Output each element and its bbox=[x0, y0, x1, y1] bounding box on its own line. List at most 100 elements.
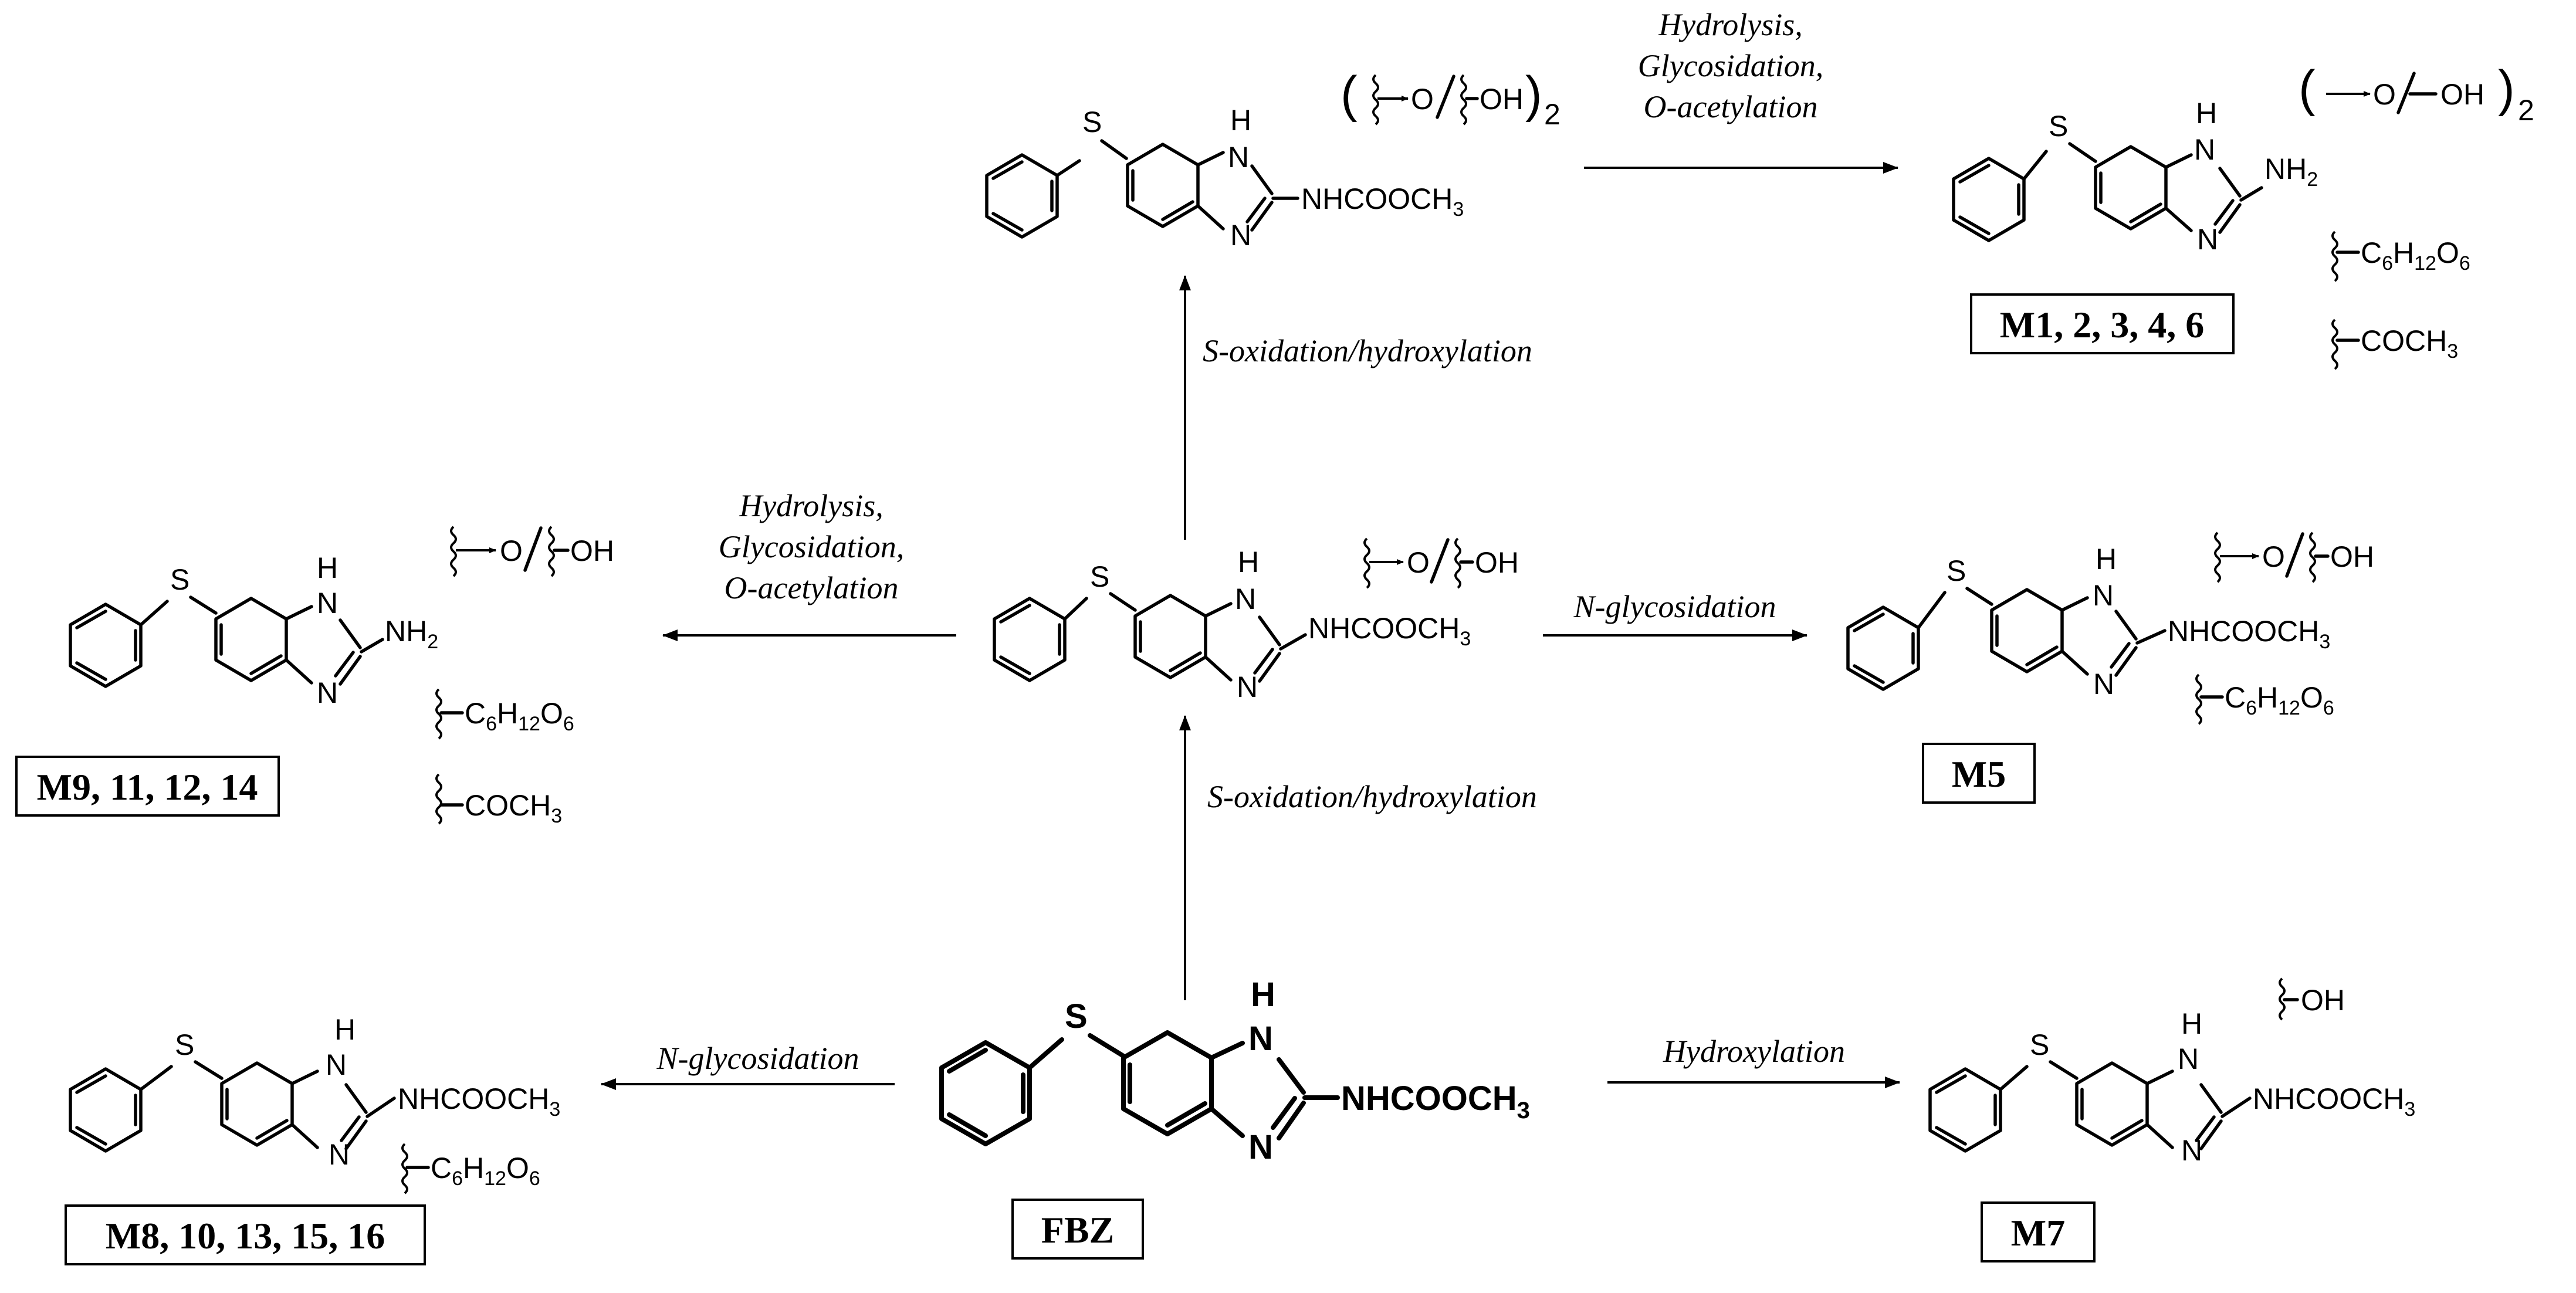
nh-hydrogen: H bbox=[1238, 546, 1259, 578]
phenyl-ring bbox=[1928, 1067, 2002, 1153]
sulfur-atom: S bbox=[170, 563, 189, 596]
modification-bracket: O OH bbox=[450, 526, 614, 577]
svg-text:(: ( bbox=[2299, 60, 2316, 117]
benzimidazole-core bbox=[1133, 594, 1281, 683]
sulfur-atom: S bbox=[1082, 106, 1102, 138]
svg-text:(: ( bbox=[1341, 66, 1358, 123]
svg-text:): ) bbox=[2498, 60, 2515, 117]
svg-text:O: O bbox=[2373, 78, 2396, 111]
benzimidazole-core bbox=[2075, 1061, 2223, 1150]
nh-hydrogen: H bbox=[2096, 543, 2117, 576]
sulfur-atom: S bbox=[2049, 110, 2068, 143]
svg-text:OH: OH bbox=[2440, 78, 2484, 111]
modification-bracket: O OH bbox=[1363, 537, 1519, 589]
carbamate-group: NHCOOCH3 bbox=[398, 1082, 560, 1121]
molecule-m9: S H N N NH2 O OH C6H12O6 bbox=[69, 526, 614, 827]
svg-text:OH: OH bbox=[1475, 546, 1519, 579]
rxn-left-line3: O-acetylation bbox=[725, 570, 899, 605]
reaction-arrows bbox=[601, 162, 1900, 1090]
sulfur-atom: S bbox=[1947, 554, 1966, 587]
svg-text:O: O bbox=[1407, 546, 1430, 579]
label-m1: M1, 2, 3, 4, 6 bbox=[1970, 293, 2235, 354]
glucoside-group: C6H12O6 bbox=[2195, 673, 2334, 725]
svg-text:): ) bbox=[1525, 66, 1542, 123]
nh-nitrogen: N bbox=[1235, 583, 1256, 615]
rxn-bottom-right: Hydroxylation bbox=[1663, 1034, 1845, 1069]
rxn-bottom-left: N-glycosidation bbox=[656, 1041, 859, 1076]
molecule-m7: S H N N NHCOOCH3 OH bbox=[1928, 977, 2415, 1167]
svg-text:COCH3: COCH3 bbox=[465, 789, 562, 827]
acetyl-group: COCH3 bbox=[2331, 319, 2458, 370]
nh-nitrogen: N bbox=[2194, 133, 2215, 166]
acetyl-group: COCH3 bbox=[435, 773, 562, 827]
nh-nitrogen: N bbox=[317, 587, 338, 620]
svg-text:M8, 10, 13, 15, 16: M8, 10, 13, 15, 16 bbox=[106, 1215, 385, 1257]
label-m7: M7 bbox=[1981, 1201, 2096, 1262]
carbamate-group: NHCOOCH3 bbox=[1301, 182, 1464, 221]
compound-labels: M1, 2, 3, 4, 6 M9, 11, 12, 14 M5 M8, 10,… bbox=[15, 293, 2235, 1265]
glucoside-group: C6H12O6 bbox=[435, 688, 574, 740]
label-m5: M5 bbox=[1922, 743, 2036, 804]
rxn-mid-right: N-glycosidation bbox=[1573, 589, 1776, 624]
phenyl-ring bbox=[69, 1067, 143, 1153]
label-m8: M8, 10, 13, 15, 16 bbox=[65, 1204, 426, 1265]
molecule-top-center: S H N N NHCOOCH3 ( O OH ) 2 bbox=[985, 66, 1561, 252]
rxn-upper-vertical: S-oxidation/hydroxylation bbox=[1203, 333, 1532, 368]
modification-bracket: O OH bbox=[2214, 532, 2374, 583]
amine-group: NH2 bbox=[2264, 153, 2318, 191]
svg-text:M1, 2, 3, 4, 6: M1, 2, 3, 4, 6 bbox=[2000, 304, 2204, 346]
carbamate-group: NHCOOCH3 bbox=[1341, 1079, 1530, 1123]
benzimidazole-core bbox=[1990, 588, 2138, 677]
nh-hydrogen: H bbox=[2181, 1007, 2202, 1040]
svg-text:COCH3: COCH3 bbox=[2361, 324, 2458, 363]
benzimidazole-core bbox=[2094, 145, 2242, 234]
svg-text:C6H12O6: C6H12O6 bbox=[465, 697, 574, 735]
phenyl-ring bbox=[939, 1040, 1032, 1146]
imine-nitrogen: N bbox=[1237, 671, 1258, 703]
sulfur-atom: S bbox=[1065, 997, 1088, 1035]
nh-nitrogen: N bbox=[2178, 1042, 2199, 1075]
svg-text:2: 2 bbox=[1544, 98, 1561, 131]
rxn-lower-vertical: S-oxidation/hydroxylation bbox=[1207, 779, 1537, 814]
imine-nitrogen: N bbox=[1248, 1128, 1273, 1166]
rxn-top-line2: Glycosidation, bbox=[1638, 48, 1823, 83]
imine-nitrogen: N bbox=[2197, 223, 2218, 256]
benzimidazole-core bbox=[1121, 1030, 1306, 1140]
label-m9: M9, 11, 12, 14 bbox=[15, 756, 280, 817]
rxn-top-line3: O-acetylation bbox=[1644, 89, 1818, 124]
imine-nitrogen: N bbox=[2093, 668, 2114, 700]
molecule-middle-center: S H N N NHCOOCH3 O OH bbox=[993, 537, 1519, 703]
nh-nitrogen: N bbox=[326, 1048, 347, 1081]
molecule-m8: S H N N NHCOOCH3 C6H12O6 bbox=[69, 1013, 560, 1194]
glucoside-group: C6H12O6 bbox=[401, 1143, 540, 1194]
nh-hydrogen: H bbox=[334, 1013, 356, 1046]
nh-hydrogen: H bbox=[1251, 976, 1275, 1014]
nh-nitrogen: N bbox=[1248, 1020, 1273, 1058]
svg-text:OH: OH bbox=[2301, 984, 2345, 1017]
rxn-top-line1: Hydrolysis, bbox=[1658, 7, 1802, 42]
modification-bracket: ( O OH ) 2 bbox=[2299, 60, 2534, 127]
svg-text:O: O bbox=[2262, 540, 2285, 573]
svg-text:2: 2 bbox=[2518, 94, 2534, 127]
reaction-labels: Hydrolysis, Glycosidation, O-acetylation… bbox=[656, 7, 1845, 1076]
carbamate-group: NHCOOCH3 bbox=[2253, 1082, 2415, 1121]
rxn-left-line1: Hydrolysis, bbox=[739, 488, 883, 523]
svg-text:OH: OH bbox=[2330, 540, 2374, 573]
svg-text:M9, 11, 12, 14: M9, 11, 12, 14 bbox=[37, 766, 258, 808]
rxn-left-line2: Glycosidation, bbox=[719, 529, 904, 564]
phenyl-ring bbox=[1846, 605, 1920, 691]
carbamate-group: NHCOOCH3 bbox=[2168, 615, 2330, 653]
phenyl-ring bbox=[69, 603, 143, 688]
svg-text:M5: M5 bbox=[1952, 753, 2006, 795]
nh-nitrogen: N bbox=[2093, 579, 2114, 612]
svg-text:FBZ: FBZ bbox=[1041, 1209, 1114, 1251]
svg-text:OH: OH bbox=[1480, 83, 1524, 116]
modification-bracket: ( O OH ) 2 bbox=[1341, 66, 1561, 131]
nh-hydrogen: H bbox=[317, 551, 338, 584]
carbamate-group: NHCOOCH3 bbox=[1308, 612, 1471, 650]
phenyl-ring bbox=[993, 597, 1067, 682]
svg-text:C6H12O6: C6H12O6 bbox=[431, 1152, 540, 1190]
molecule-m5: S H N N NHCOOCH3 O OH C6H1 bbox=[1846, 532, 2374, 725]
molecule-fbz: S H N N NHCOOCH3 bbox=[939, 976, 1530, 1166]
imine-nitrogen: N bbox=[329, 1138, 350, 1171]
